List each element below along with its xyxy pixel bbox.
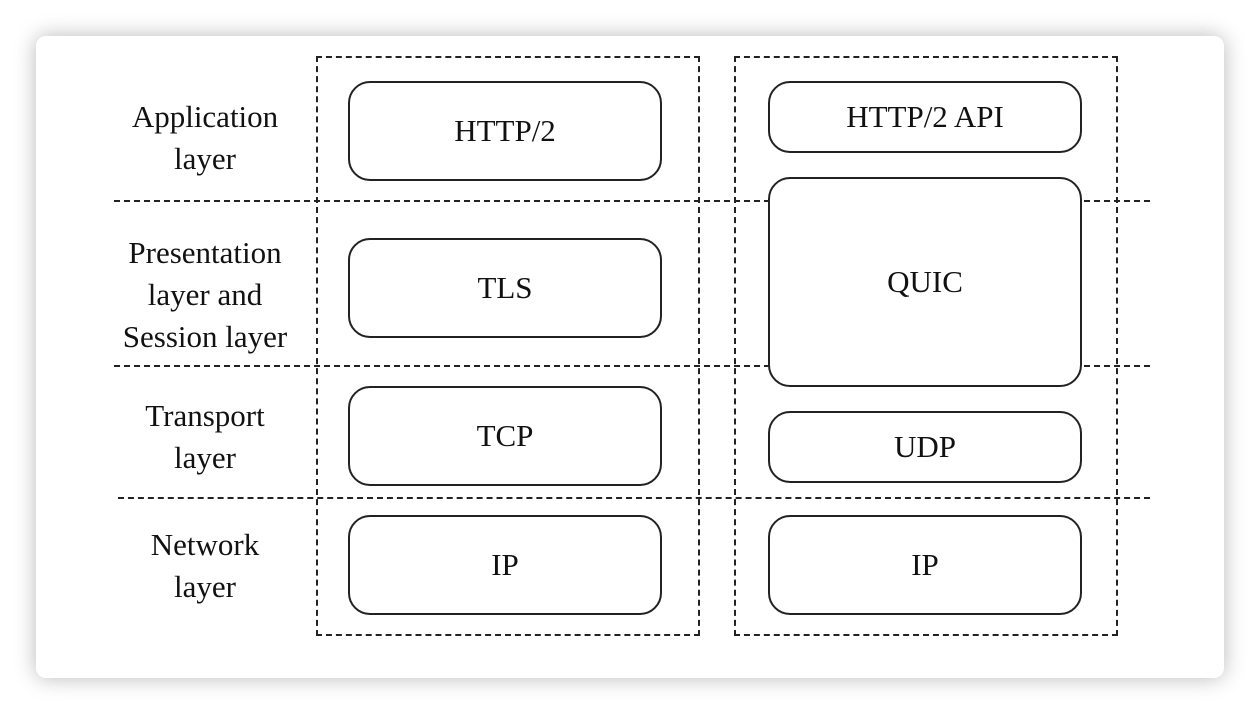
- protocol-box-udp: UDP: [768, 411, 1082, 483]
- separator-transport-network: [118, 497, 1150, 499]
- protocol-box-ip-left: IP: [348, 515, 662, 615]
- protocol-box-quic: QUIC: [768, 177, 1082, 387]
- layer-label-application: Application layer: [131, 99, 279, 176]
- separator-application-presentation: [114, 200, 1150, 202]
- separator-session-transport: [114, 365, 1150, 367]
- protocol-box-tcp: TCP: [348, 386, 662, 486]
- protocol-box-http2-api: HTTP/2 API: [768, 81, 1082, 153]
- quic-stack-column: [734, 56, 1118, 636]
- protocol-box-tls: TLS: [348, 238, 662, 338]
- protocol-box-http2: HTTP/2: [348, 81, 662, 181]
- tcp-stack-column: [316, 56, 700, 636]
- protocol-box-ip-right: IP: [768, 515, 1082, 615]
- layer-label-network: Network layer: [150, 527, 260, 604]
- layer-label-presentation-session: Presentation layer and Session layer: [122, 235, 288, 354]
- layer-label-transport: Transport layer: [145, 398, 265, 475]
